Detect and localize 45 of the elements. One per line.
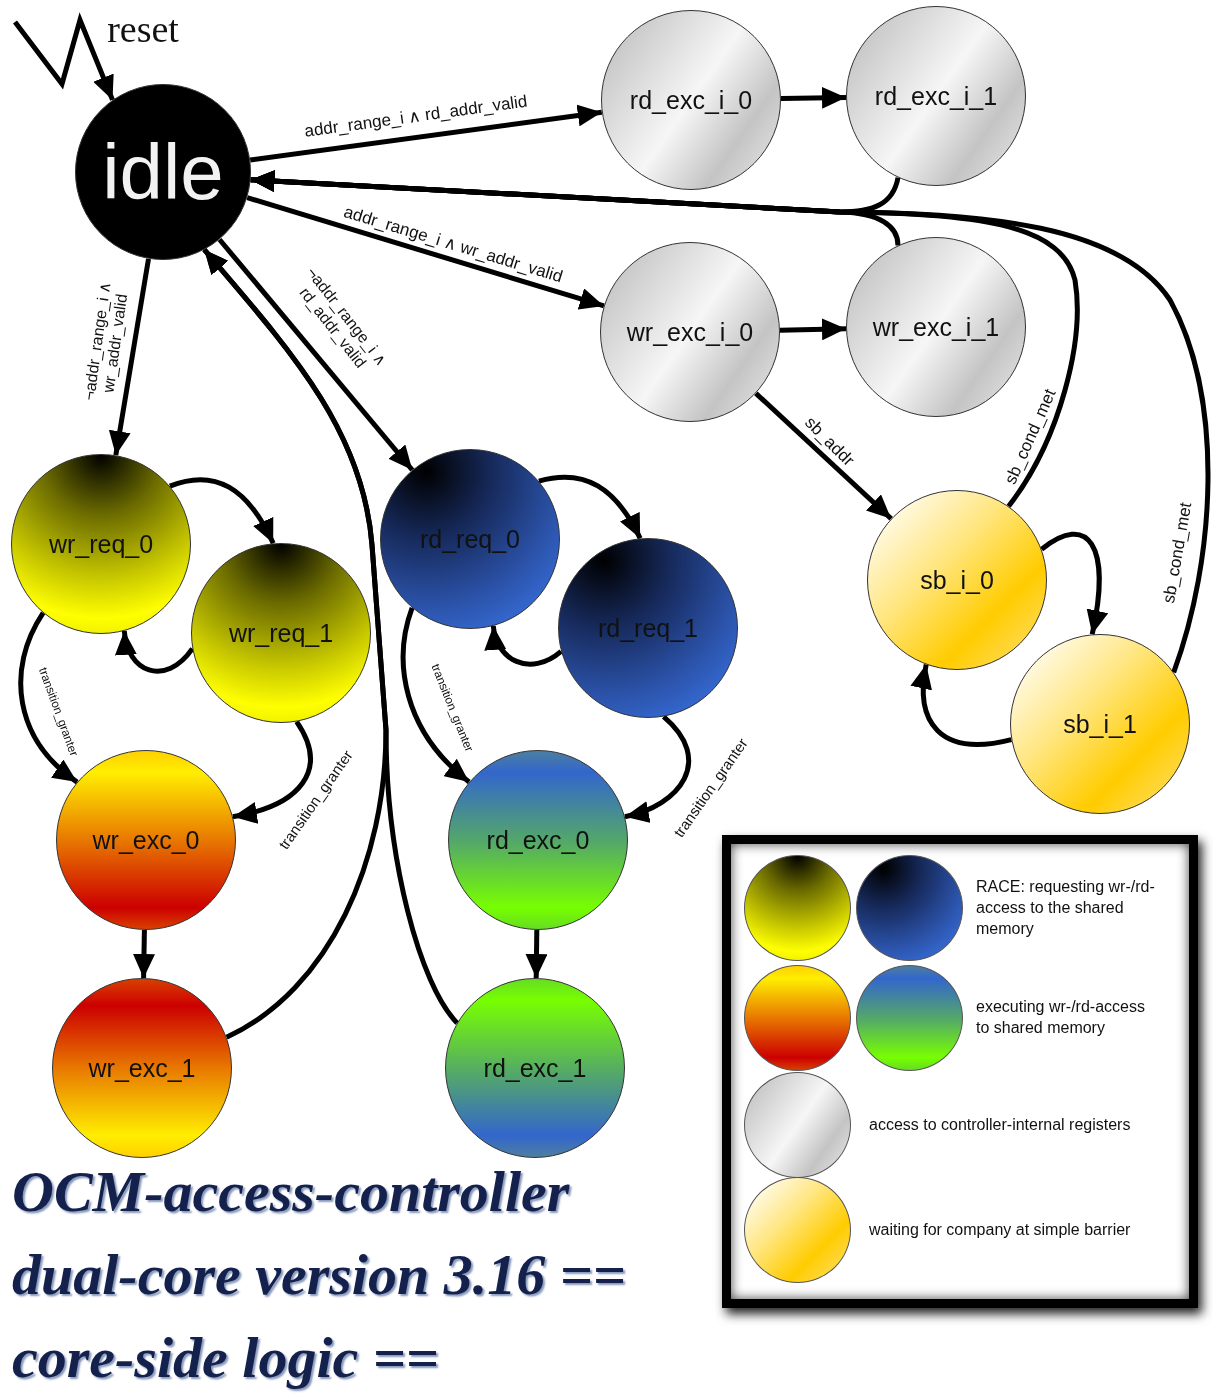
transition-arrow [108,258,151,456]
state-label: idle [102,126,224,218]
transition-arrow [169,477,276,545]
state-label: wr_exc_1 [88,1053,196,1083]
state-label: rd_exc_1 [483,1053,587,1083]
state-label: rd_req_1 [597,613,699,643]
transition-arrow [754,391,893,521]
transition-arrow [217,237,415,472]
transition-arrow [1040,531,1108,635]
transition-arrow [780,86,847,109]
state-label: sb_i_1 [1063,709,1137,739]
transition-arrow [133,929,155,979]
state-label: rd_req_0 [419,524,521,554]
transition-arrow [911,664,1012,747]
edge-label: ¬addr_range_i ∧ wr_addr_valid [79,279,131,404]
legend-text: RACE: requesting wr-/rd-access to the shared memory [976,877,1156,939]
state-label: rd_exc_i_0 [629,85,753,115]
transition-arrow [18,611,79,785]
state-label: sb_i_0 [920,565,994,595]
transition-arrow [525,929,548,979]
edge-label: addr_range_i ∧ rd_addr_valid [302,90,530,143]
state-label: wr_req_0 [48,529,154,559]
state-label: wr_exc_i_0 [626,317,754,347]
state-label: wr_exc_i_1 [872,312,1000,342]
transition-arrow [400,607,471,784]
transition-arrow [246,195,605,310]
transition-arrow [538,474,643,540]
transition-arrow [116,630,195,674]
reset-arrow [13,12,115,101]
legend-text: access to controller-internal registers [869,1114,1132,1135]
transition-arrow [250,170,1211,674]
transition-arrow [249,104,603,163]
state-label: wr_exc_0 [92,825,200,855]
legend-text: executing wr-/rd-access to shared memory [976,997,1146,1038]
edge-label: reset [106,9,180,51]
legend-text: waiting for company at simple barrier [869,1219,1132,1240]
transition-arrow [202,248,460,1025]
state-label: rd_exc_0 [486,825,590,855]
transition-arrow [486,625,563,667]
transition-arrow [779,318,847,341]
diagram-title: OCM-access-controller dual-core version 3.16 == core-side logic == [12,1158,627,1392]
state-label: rd_exc_i_1 [874,81,998,111]
transition-arrow [624,714,692,822]
transition-arrow [232,720,313,823]
state-label: wr_req_1 [228,618,334,648]
